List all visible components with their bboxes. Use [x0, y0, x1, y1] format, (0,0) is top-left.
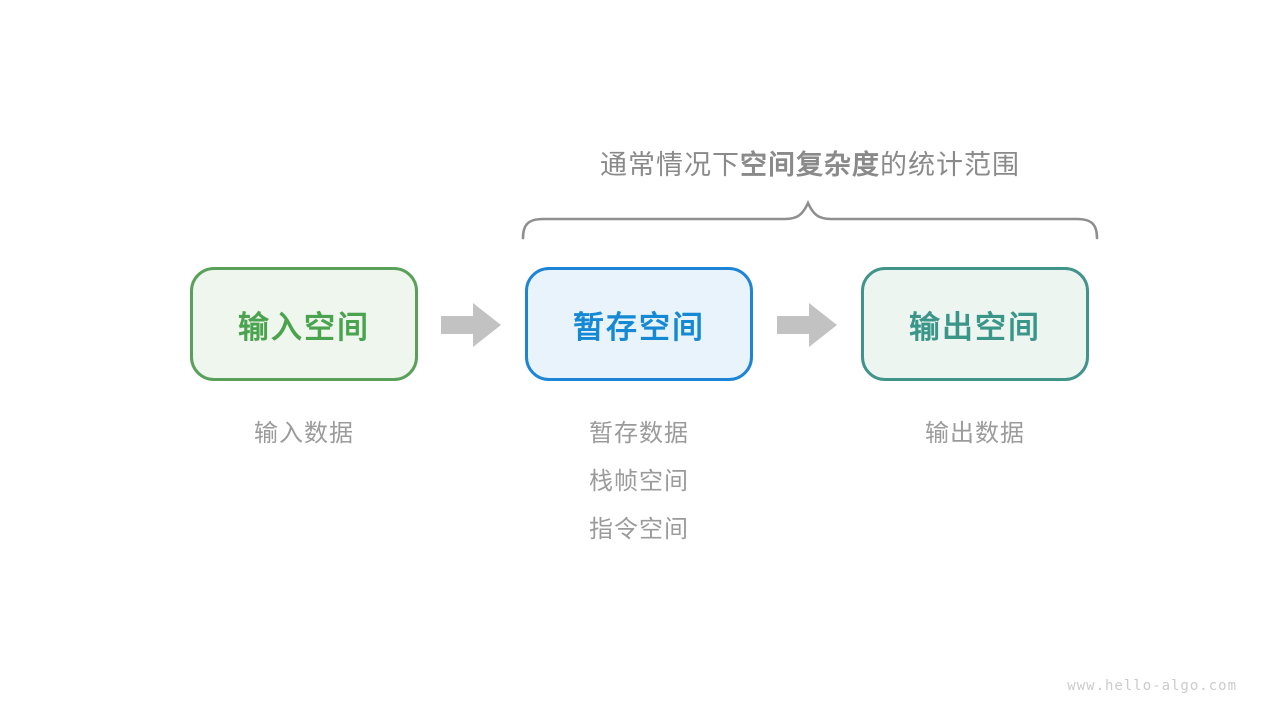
box-output-space-label: 输出空间	[909, 309, 1041, 345]
scope-annotation-title: 通常情况下空间复杂度的统计范围	[515, 143, 1105, 182]
title-suffix-text: 的统计范围	[880, 150, 1020, 180]
arrow-right-shape	[777, 303, 837, 347]
brace-path	[521, 199, 1099, 240]
box-temp-space: 暂存空间	[525, 267, 753, 381]
caption-line: 栈帧空间	[589, 468, 689, 495]
watermark-url: www.hello-algo.com	[1067, 678, 1237, 694]
box-input-space-label: 输入空间	[238, 309, 370, 345]
arrow-right-shape	[441, 303, 501, 347]
caption-line: 输入数据	[254, 420, 354, 447]
caption-output-data: 输出数据	[861, 410, 1089, 458]
box-temp-space-label: 暂存空间	[573, 309, 705, 345]
caption-line: 输出数据	[925, 420, 1025, 447]
caption-line: 指令空间	[589, 516, 689, 543]
arrow-right-icon	[777, 303, 837, 347]
caption-temp-data: 暂存数据 栈帧空间 指令空间	[525, 410, 753, 554]
scope-brace	[521, 199, 1099, 240]
title-bold-text: 空间复杂度	[740, 150, 880, 180]
box-input-space: 输入空间	[190, 267, 418, 381]
title-prefix-text: 通常情况下	[600, 150, 740, 180]
arrow-right-icon	[441, 303, 501, 347]
caption-line: 暂存数据	[589, 420, 689, 447]
caption-input-data: 输入数据	[190, 410, 418, 458]
box-output-space: 输出空间	[861, 267, 1089, 381]
